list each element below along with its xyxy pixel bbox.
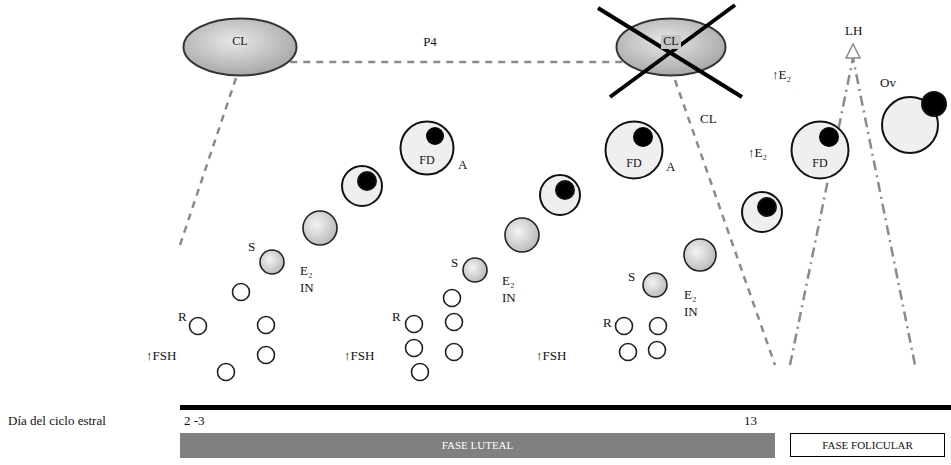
follicle-shape — [401, 122, 454, 175]
cycle-day-axis-bar — [180, 405, 951, 410]
dominant-follicle-circle-outline — [790, 120, 850, 180]
dominant-follicle-circle-outline — [604, 120, 664, 180]
hormone-label: IN — [684, 305, 698, 320]
follicle-shape — [792, 122, 849, 179]
recruited-follicle — [446, 314, 463, 331]
recruited-follicle — [412, 364, 429, 381]
recruited-follicle — [190, 318, 207, 335]
node-label: FD — [626, 157, 641, 171]
hormone-label: CL — [700, 112, 717, 127]
node-label: FD — [812, 157, 827, 171]
event-label: Ov — [880, 76, 896, 91]
hormone-label: ↑FSH — [344, 349, 374, 364]
selection-label: S — [451, 256, 458, 271]
atresia-label: A — [666, 160, 675, 175]
growing-follicle — [505, 218, 539, 252]
oocyte-dot — [426, 127, 444, 145]
node-label: FASE LUTEAL — [442, 439, 514, 452]
hormone-label: ↑FSH — [146, 349, 176, 364]
oocyte-dot — [633, 127, 653, 147]
corpus-luteum-shape — [617, 19, 726, 76]
cl-leader-line — [180, 78, 236, 245]
lh-peak-arrowhead — [846, 44, 860, 58]
atresia-label: A — [458, 158, 467, 173]
recruitment-label: R — [392, 310, 401, 325]
hormone-label: P4 — [423, 35, 437, 50]
hormone-label: IN — [502, 291, 516, 306]
growing-follicle — [303, 211, 337, 245]
follicular-phase-box: FASE FOLICULAR — [790, 433, 945, 457]
released-oocyte — [922, 92, 946, 116]
recruitment-label: R — [603, 316, 612, 331]
recruited-follicle — [444, 290, 461, 307]
recruited-follicle — [406, 316, 423, 333]
recruited-follicle — [649, 342, 666, 359]
node-label: FASE FOLICULAR — [822, 439, 913, 452]
progesterone-dashed-line — [290, 61, 622, 64]
recruited-follicle — [406, 340, 423, 357]
follicle-shape — [606, 122, 663, 179]
selection-label: S — [248, 240, 255, 255]
hormone-label: E₂ — [300, 264, 312, 279]
recruited-follicle — [620, 344, 637, 361]
antral-follicle — [742, 192, 782, 232]
luteal-phase-band: FASE LUTEAL — [180, 433, 775, 458]
regressing-corpus-luteum-ellipse: CL — [615, 17, 727, 77]
growing-follicle — [684, 239, 716, 271]
corpus-luteum-shape — [184, 19, 297, 76]
dominant-follicle-circle: FD — [790, 120, 850, 180]
axis-title: Día del ciclo estral — [8, 414, 106, 429]
hormone-label: ↑FSH — [536, 349, 566, 364]
oocyte-dot — [556, 181, 574, 199]
hormone-label: ↑E₂ — [748, 146, 767, 161]
luteolysis-cross — [610, 5, 735, 97]
node-label: CL — [661, 35, 680, 49]
selected-follicle — [643, 273, 667, 297]
hormone-label: ↑E₂ — [772, 68, 791, 83]
antral-follicle — [342, 166, 382, 206]
axis-tick-label: 13 — [744, 414, 757, 429]
hormone-label: E₂ — [684, 288, 696, 303]
recruited-follicle — [258, 317, 275, 334]
node-label: CL — [232, 35, 247, 49]
oocyte-dot — [358, 172, 376, 190]
dominant-follicle-circle-outline — [399, 120, 455, 176]
corpus-luteum-ellipse: CL — [182, 17, 298, 77]
hormone-label: LH — [845, 24, 862, 39]
dominant-follicle-circle: FD — [604, 120, 664, 180]
selected-follicle — [260, 250, 284, 274]
selected-follicle — [463, 258, 487, 282]
hormone-label: IN — [300, 281, 314, 296]
oocyte-dot — [819, 127, 839, 147]
recruited-follicle — [218, 364, 235, 381]
dominant-follicle-circle: FD — [399, 120, 455, 176]
axis-tick-label: 2 -3 — [184, 414, 205, 429]
selection-label: S — [628, 270, 635, 285]
recruited-follicle — [258, 347, 275, 364]
recruited-follicle — [616, 318, 633, 335]
oocyte-dot — [758, 198, 776, 216]
recruited-follicle — [446, 344, 463, 361]
antral-follicle — [540, 175, 580, 215]
node-label: FD — [419, 154, 434, 168]
hormone-label: E₂ — [502, 274, 514, 289]
recruited-follicle — [650, 318, 667, 335]
recruitment-label: R — [178, 310, 187, 325]
recruited-follicle — [233, 284, 250, 301]
